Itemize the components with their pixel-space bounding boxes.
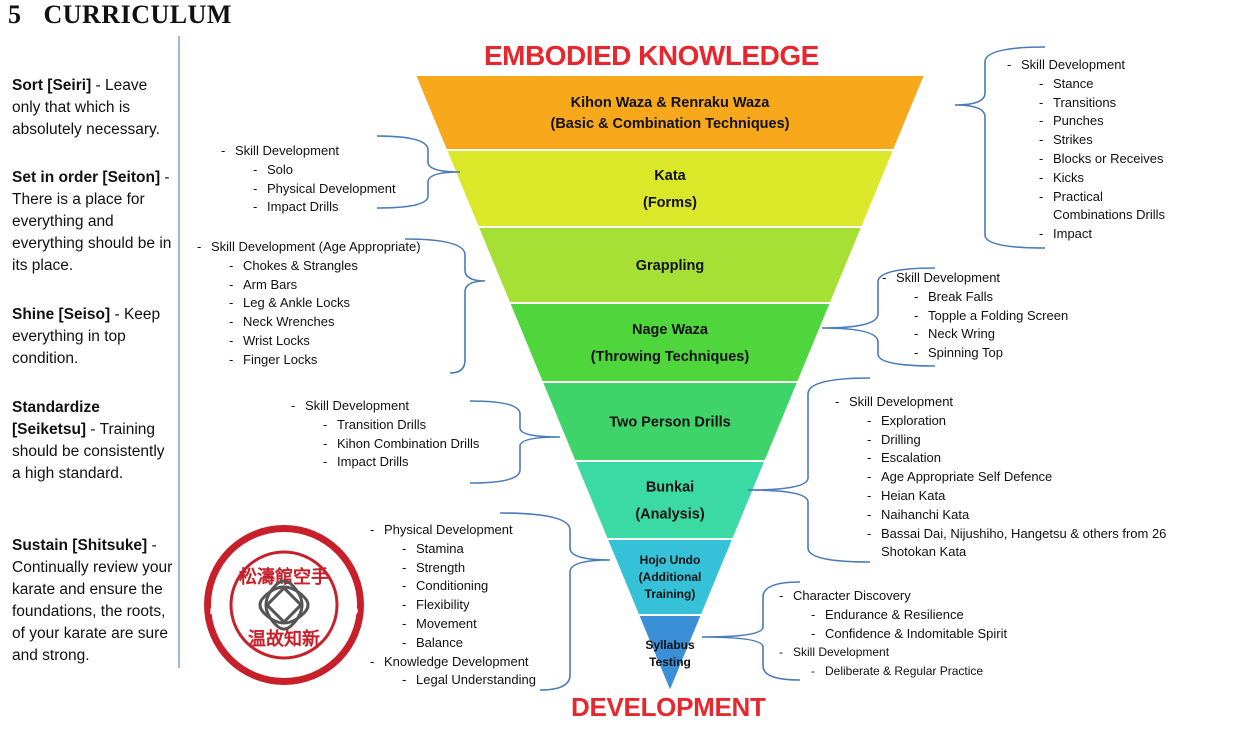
pyramid-level-3-label: Grappling (636, 258, 704, 274)
notes-kata: Skill Development Solo Physical Developm… (221, 142, 396, 217)
pyramid-level-5-label: Two Person Drills (609, 415, 730, 431)
section-heading: 5 CURRICULUM (8, 0, 232, 30)
bracket-kata (376, 135, 461, 209)
pyramid-level-1-label: Kihon Waza & Renraku Waza (571, 95, 771, 111)
pyramid-level-7-label: (Additional (639, 570, 702, 584)
pyramid-level-2 (444, 149, 896, 228)
pyramid-level-1-label: (Basic & Combination Techniques) (550, 116, 789, 132)
svg-text:松濤館空手: 松濤館空手 (239, 566, 329, 588)
notes-two-person-drills: Skill Development Transition Drills Kiho… (291, 397, 479, 472)
club-seal-logo: BLAIRGOWRIE & COUPAR ANGUS SHOTOKAN KARA… (204, 525, 364, 685)
notes-syllabus-testing: Character Discovery Endurance & Resilien… (779, 587, 1007, 681)
pyramid-level-8 (636, 614, 704, 695)
pyramid-level-2-label: Kata (654, 168, 686, 184)
notes-hojo-undo: Physical Development Stamina Strength Co… (370, 521, 536, 690)
bracket-syllabus (701, 581, 801, 681)
notes-grappling: Skill Development (Age Appropriate) Chok… (197, 238, 421, 370)
development-title: DEVELOPMENT (571, 692, 766, 722)
section-title: CURRICULUM (43, 0, 232, 29)
bracket-two-person (469, 400, 561, 484)
column-divider (178, 36, 180, 668)
pyramid-level-6-label: (Analysis) (635, 507, 704, 523)
bracket-kihon (954, 46, 1046, 249)
pyramid-level-6 (573, 460, 767, 540)
bracket-hojo (499, 512, 611, 691)
pyramid-level-7-label: Hojo Undo (640, 553, 701, 567)
five-s-set-in-order: Set in order [Seiton] - There is a place… (12, 169, 172, 274)
section-number: 5 (8, 0, 22, 29)
pyramid-level-2-label: (Forms) (643, 195, 697, 211)
pyramid-level-4-label: (Throwing Techniques) (591, 349, 750, 365)
notes-bunkai: Skill Development Exploration Drilling E… (835, 393, 1166, 562)
pyramid-level-8-label: Syllabus (645, 638, 695, 652)
bracket-bunkai (747, 377, 871, 563)
pyramid-level-6-label: Bunkai (646, 480, 694, 496)
pyramid-level-4 (507, 302, 833, 383)
bracket-grappling (404, 238, 486, 374)
five-s-sustain: Sustain [Shitsuke] - Continually review … (12, 537, 173, 664)
notes-nage-waza: Skill Development Break Falls Topple a F… (882, 269, 1068, 363)
svg-text:温故知新: 温故知新 (248, 628, 320, 650)
five-s-sort: Sort [Seiri] - Leave only that which is … (12, 77, 160, 138)
five-s-standardize: Standardize [Seiketsu] - Training should… (12, 399, 165, 482)
pyramid-levels (413, 74, 927, 695)
embodied-knowledge-title: EMBODIED KNOWLEDGE (484, 40, 819, 71)
pyramid-level-1 (413, 74, 927, 151)
celtic-knot-icon (258, 579, 310, 631)
pyramid-level-7-label: Training) (645, 587, 696, 601)
five-s-shine: Shine [Seiso] - Keep everything in top c… (12, 306, 161, 367)
brackets (376, 46, 1046, 691)
pyramid-level-4-label: Nage Waza (632, 322, 709, 338)
pyramid-level-8-label: Testing (649, 655, 691, 669)
notes-kihon: Skill Development Stance Transitions Pun… (1007, 56, 1165, 244)
